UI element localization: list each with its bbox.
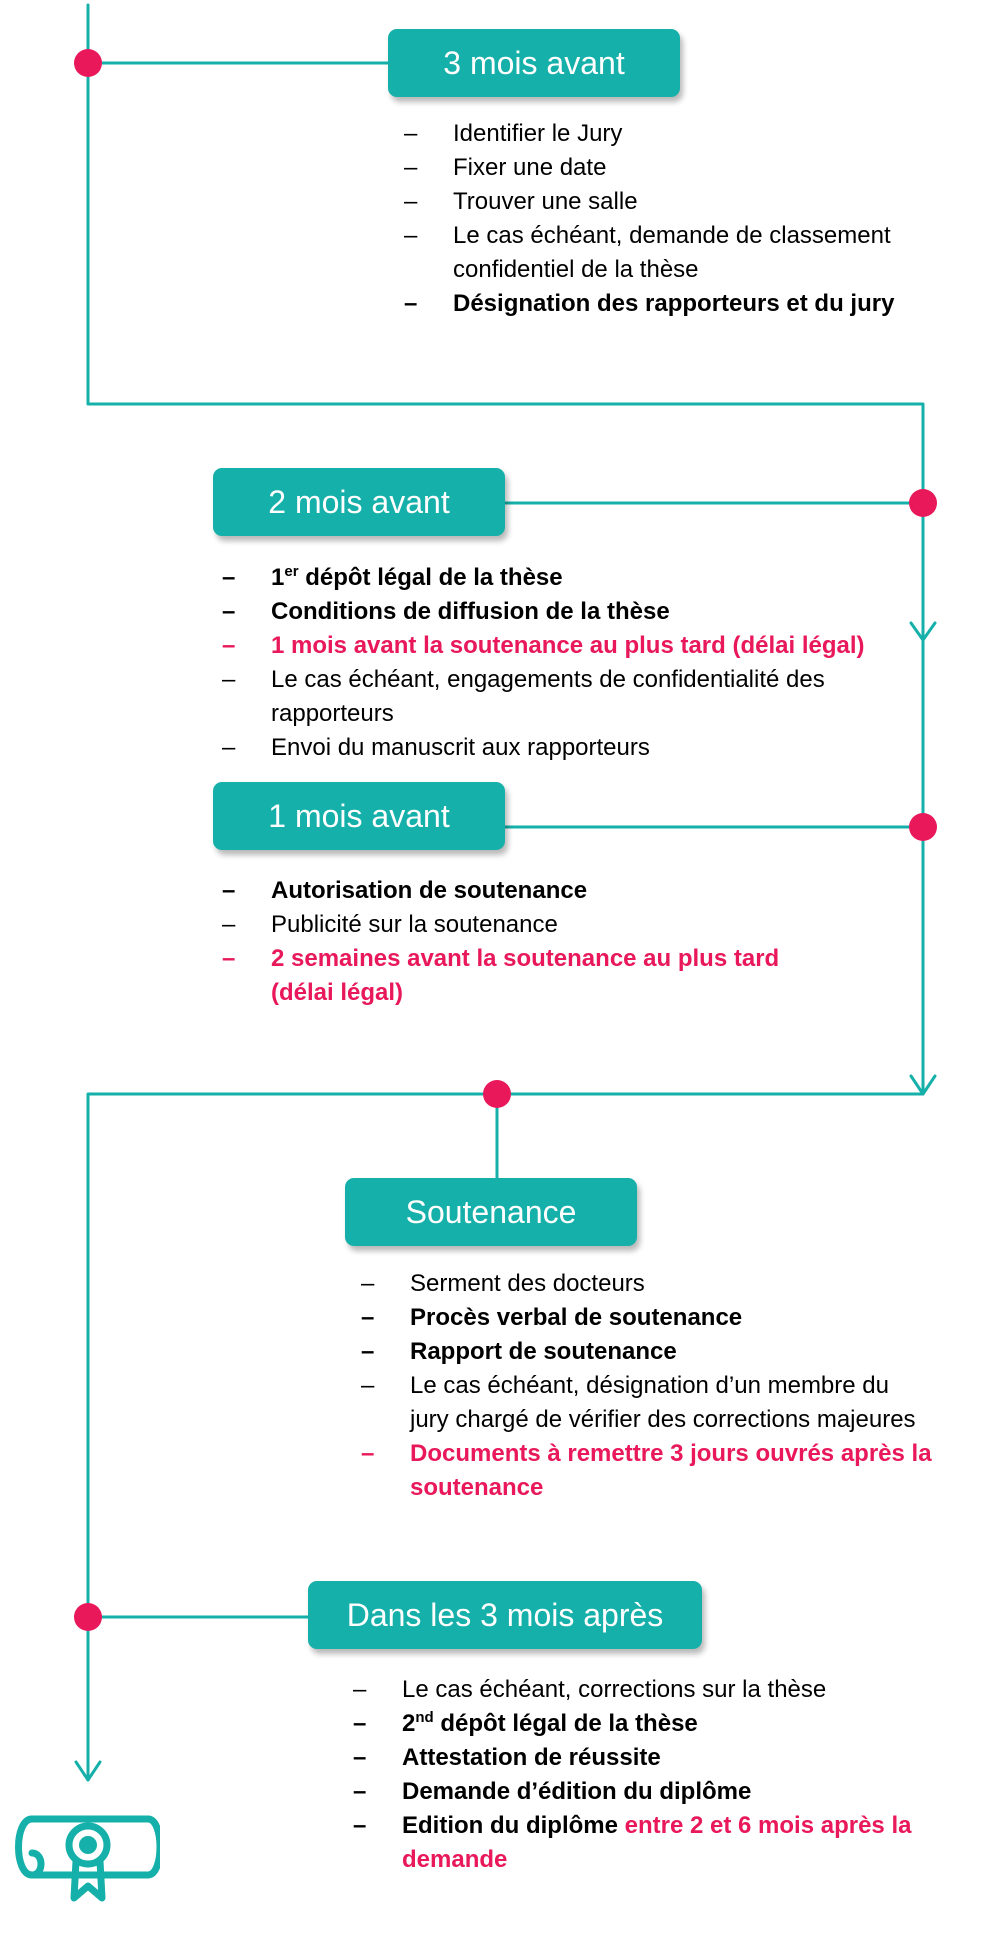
task-item: –Trouver une salle bbox=[404, 188, 638, 215]
task-item: –2nd dépôt légal de la thèse bbox=[353, 1709, 698, 1737]
task-item: –Demande d’édition du diplôme bbox=[353, 1778, 752, 1805]
stage-1-mois-avant: 1 mois avant bbox=[213, 782, 505, 850]
stage-3-mois-avant: 3 mois avant bbox=[388, 29, 680, 97]
task-item: –Identifier le Jury bbox=[404, 120, 623, 147]
diploma-scroll-icon bbox=[15, 1815, 160, 1902]
arrow-head bbox=[909, 1074, 937, 1096]
task-list-3-mois-avant: –Identifier le Jury –Fixer une date –Tro… bbox=[404, 117, 894, 321]
connector-line bbox=[86, 1092, 925, 1782]
task-list-1-mois-avant: –Autorisation de soutenance –Publicité s… bbox=[222, 874, 779, 1010]
task-item: –1 mois avant la soutenance au plus tard… bbox=[222, 632, 865, 659]
task-item: –2 semaines avant la soutenance au plus … bbox=[222, 945, 780, 1006]
task-item: –Le cas échéant, engagements de confiden… bbox=[222, 666, 825, 727]
stage-dans-les-3-mois-apres: Dans les 3 mois après bbox=[308, 1581, 702, 1649]
task-list-2-mois-avant: –1er dépôt légal de la thèse –Conditions… bbox=[222, 561, 865, 765]
task-list-soutenance: –Serment des docteurs –Procès verbal de … bbox=[361, 1267, 932, 1505]
task-item: –1er dépôt légal de la thèse bbox=[222, 563, 563, 591]
task-item: –Le cas échéant, corrections sur la thès… bbox=[353, 1676, 827, 1703]
milestone-node bbox=[909, 813, 937, 841]
task-item: –Fixer une date bbox=[404, 154, 607, 181]
task-item: –Désignation des rapporteurs et du jury bbox=[404, 290, 895, 317]
stage-2-mois-avant: 2 mois avant bbox=[213, 468, 505, 536]
task-item: –Autorisation de soutenance bbox=[222, 877, 588, 904]
task-item: –Serment des docteurs bbox=[361, 1270, 645, 1297]
milestone-node bbox=[74, 1603, 102, 1631]
task-item: –Le cas échéant, désignation d’un membre… bbox=[361, 1372, 916, 1433]
task-item: –Procès verbal de soutenance bbox=[361, 1304, 743, 1331]
milestone-node bbox=[74, 49, 102, 77]
task-item: –Attestation de réussite bbox=[353, 1744, 661, 1771]
milestone-node bbox=[909, 489, 937, 517]
task-list-dans-les-3-mois-apres: –Le cas échéant, corrections sur la thès… bbox=[353, 1673, 911, 1877]
task-item: –Conditions de diffusion de la thèse bbox=[222, 598, 670, 625]
task-item: –Documents à remettre 3 jours ouvrés apr… bbox=[361, 1440, 932, 1501]
task-item: –Edition du diplôme entre 2 et 6 mois ap… bbox=[353, 1812, 912, 1873]
arrow-head bbox=[74, 1760, 102, 1782]
task-item: –Envoi du manuscrit aux rapporteurs bbox=[222, 734, 650, 761]
task-item: –Rapport de soutenance bbox=[361, 1338, 677, 1365]
stage-soutenance: Soutenance bbox=[345, 1178, 637, 1246]
arrow-head bbox=[909, 621, 937, 642]
task-item: –Publicité sur la soutenance bbox=[222, 911, 558, 938]
milestone-node bbox=[483, 1080, 511, 1108]
